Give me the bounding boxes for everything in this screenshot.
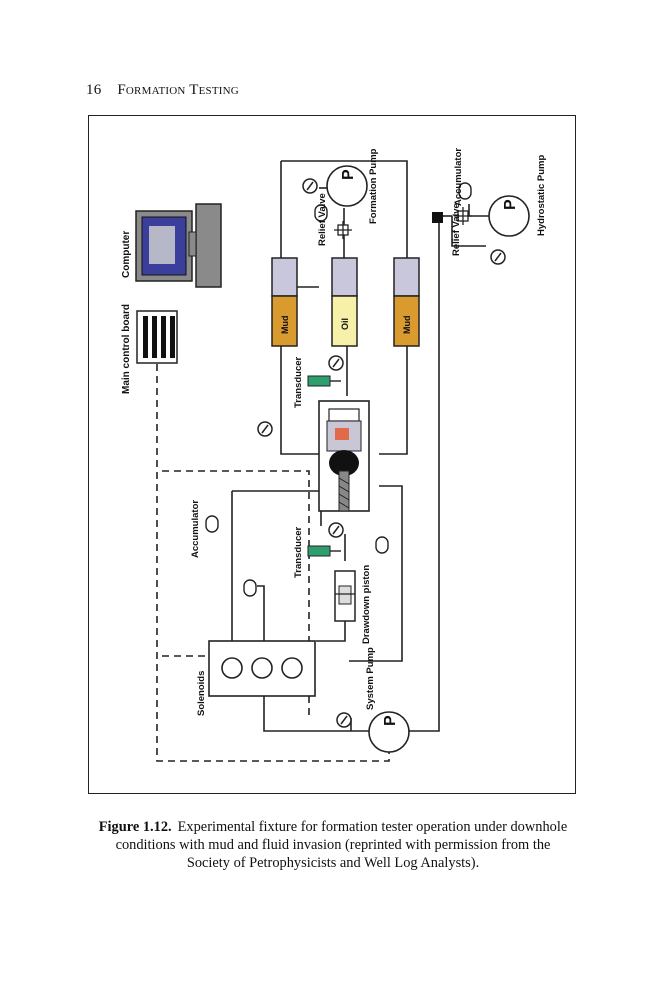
svg-text:P: P (502, 199, 519, 210)
accumulator-glyphs (205, 182, 472, 597)
oil-cylinder: Oil (331, 257, 358, 347)
drawdown-piston-label: Drawdown piston (361, 565, 372, 644)
svg-text:Oil: Oil (340, 318, 350, 330)
running-head: 16 Formation Testing (86, 82, 239, 99)
solenoids-label: Solenoids (196, 671, 207, 716)
svg-text:Transducer: Transducer (293, 356, 304, 408)
relief-valve-icons (334, 207, 472, 239)
test-vessel (318, 400, 370, 512)
computer: Computer (121, 203, 222, 288)
transducer-lower: Transducer (293, 526, 341, 578)
svg-text:Transducer: Transducer (293, 526, 304, 578)
mud-cylinder-right: Mud (393, 257, 420, 347)
accumulator-label-right: Accumulator (453, 148, 464, 206)
computer-label: Computer (121, 231, 132, 278)
svg-text:Mud: Mud (402, 316, 412, 335)
solenoids: Solenoids (196, 640, 316, 716)
page-number: 16 (86, 82, 102, 98)
svg-text:P: P (340, 169, 357, 180)
running-title: Formation Testing (117, 82, 239, 98)
relief-valve-label: Relief Valve (317, 193, 328, 246)
schematic-diagram: Computer Main control board (121, 148, 547, 762)
system-pump: P System Pump (365, 647, 410, 753)
hydrostatic-pump-label: Hydrostatic Pump (536, 155, 547, 236)
junction-block (432, 212, 443, 223)
system-pump-label: System Pump (365, 647, 376, 710)
transducer-upper: Transducer (293, 356, 341, 408)
formation-pump-label: Formation Pump (368, 148, 379, 224)
formation-pump: P Formation Pump (326, 148, 379, 224)
caption-text: Experimental fixture for formation teste… (115, 819, 568, 871)
accumulator-label-left: Accumulator (190, 500, 201, 558)
svg-text:Mud: Mud (280, 316, 290, 335)
svg-text:P: P (382, 715, 399, 726)
main-control-board-label: Main control board (121, 304, 132, 394)
mud-cylinder-left: Mud (271, 257, 298, 347)
gauges (257, 178, 506, 728)
hydrostatic-pump: P Hydrostatic Pump (488, 155, 547, 237)
relief-valve-right-label: Relief Valve (451, 203, 462, 256)
figure-caption: Figure 1.12.Experimental fixture for for… (96, 818, 570, 872)
drawdown-piston: Drawdown piston (334, 565, 372, 644)
main-control-board: Main control board (121, 304, 178, 394)
figure-frame: Computer Main control board (88, 115, 576, 794)
caption-label: Figure 1.12. (98, 819, 172, 835)
